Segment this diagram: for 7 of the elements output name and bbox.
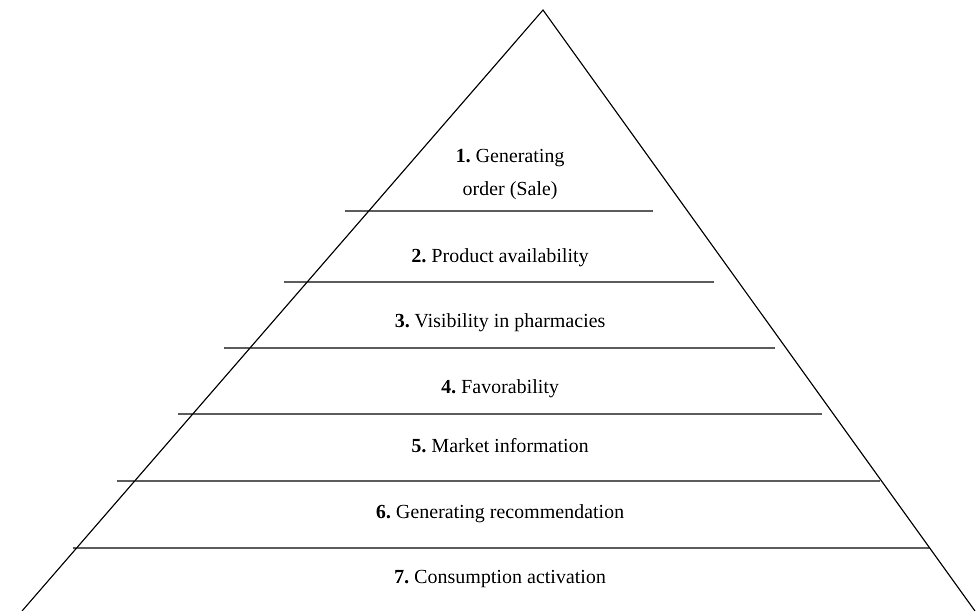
level-label: 4. Favorability bbox=[240, 371, 760, 404]
level-label: 3. Visibility in pharmacies bbox=[260, 305, 740, 338]
level-label: 2. Product availability bbox=[300, 240, 700, 273]
level-label: 1. Generating order (Sale) bbox=[440, 140, 580, 206]
level-label: 7. Consumption activation bbox=[120, 561, 880, 594]
level-label: 6. Generating recommendation bbox=[150, 496, 850, 529]
level-label: 5. Market information bbox=[200, 430, 800, 463]
